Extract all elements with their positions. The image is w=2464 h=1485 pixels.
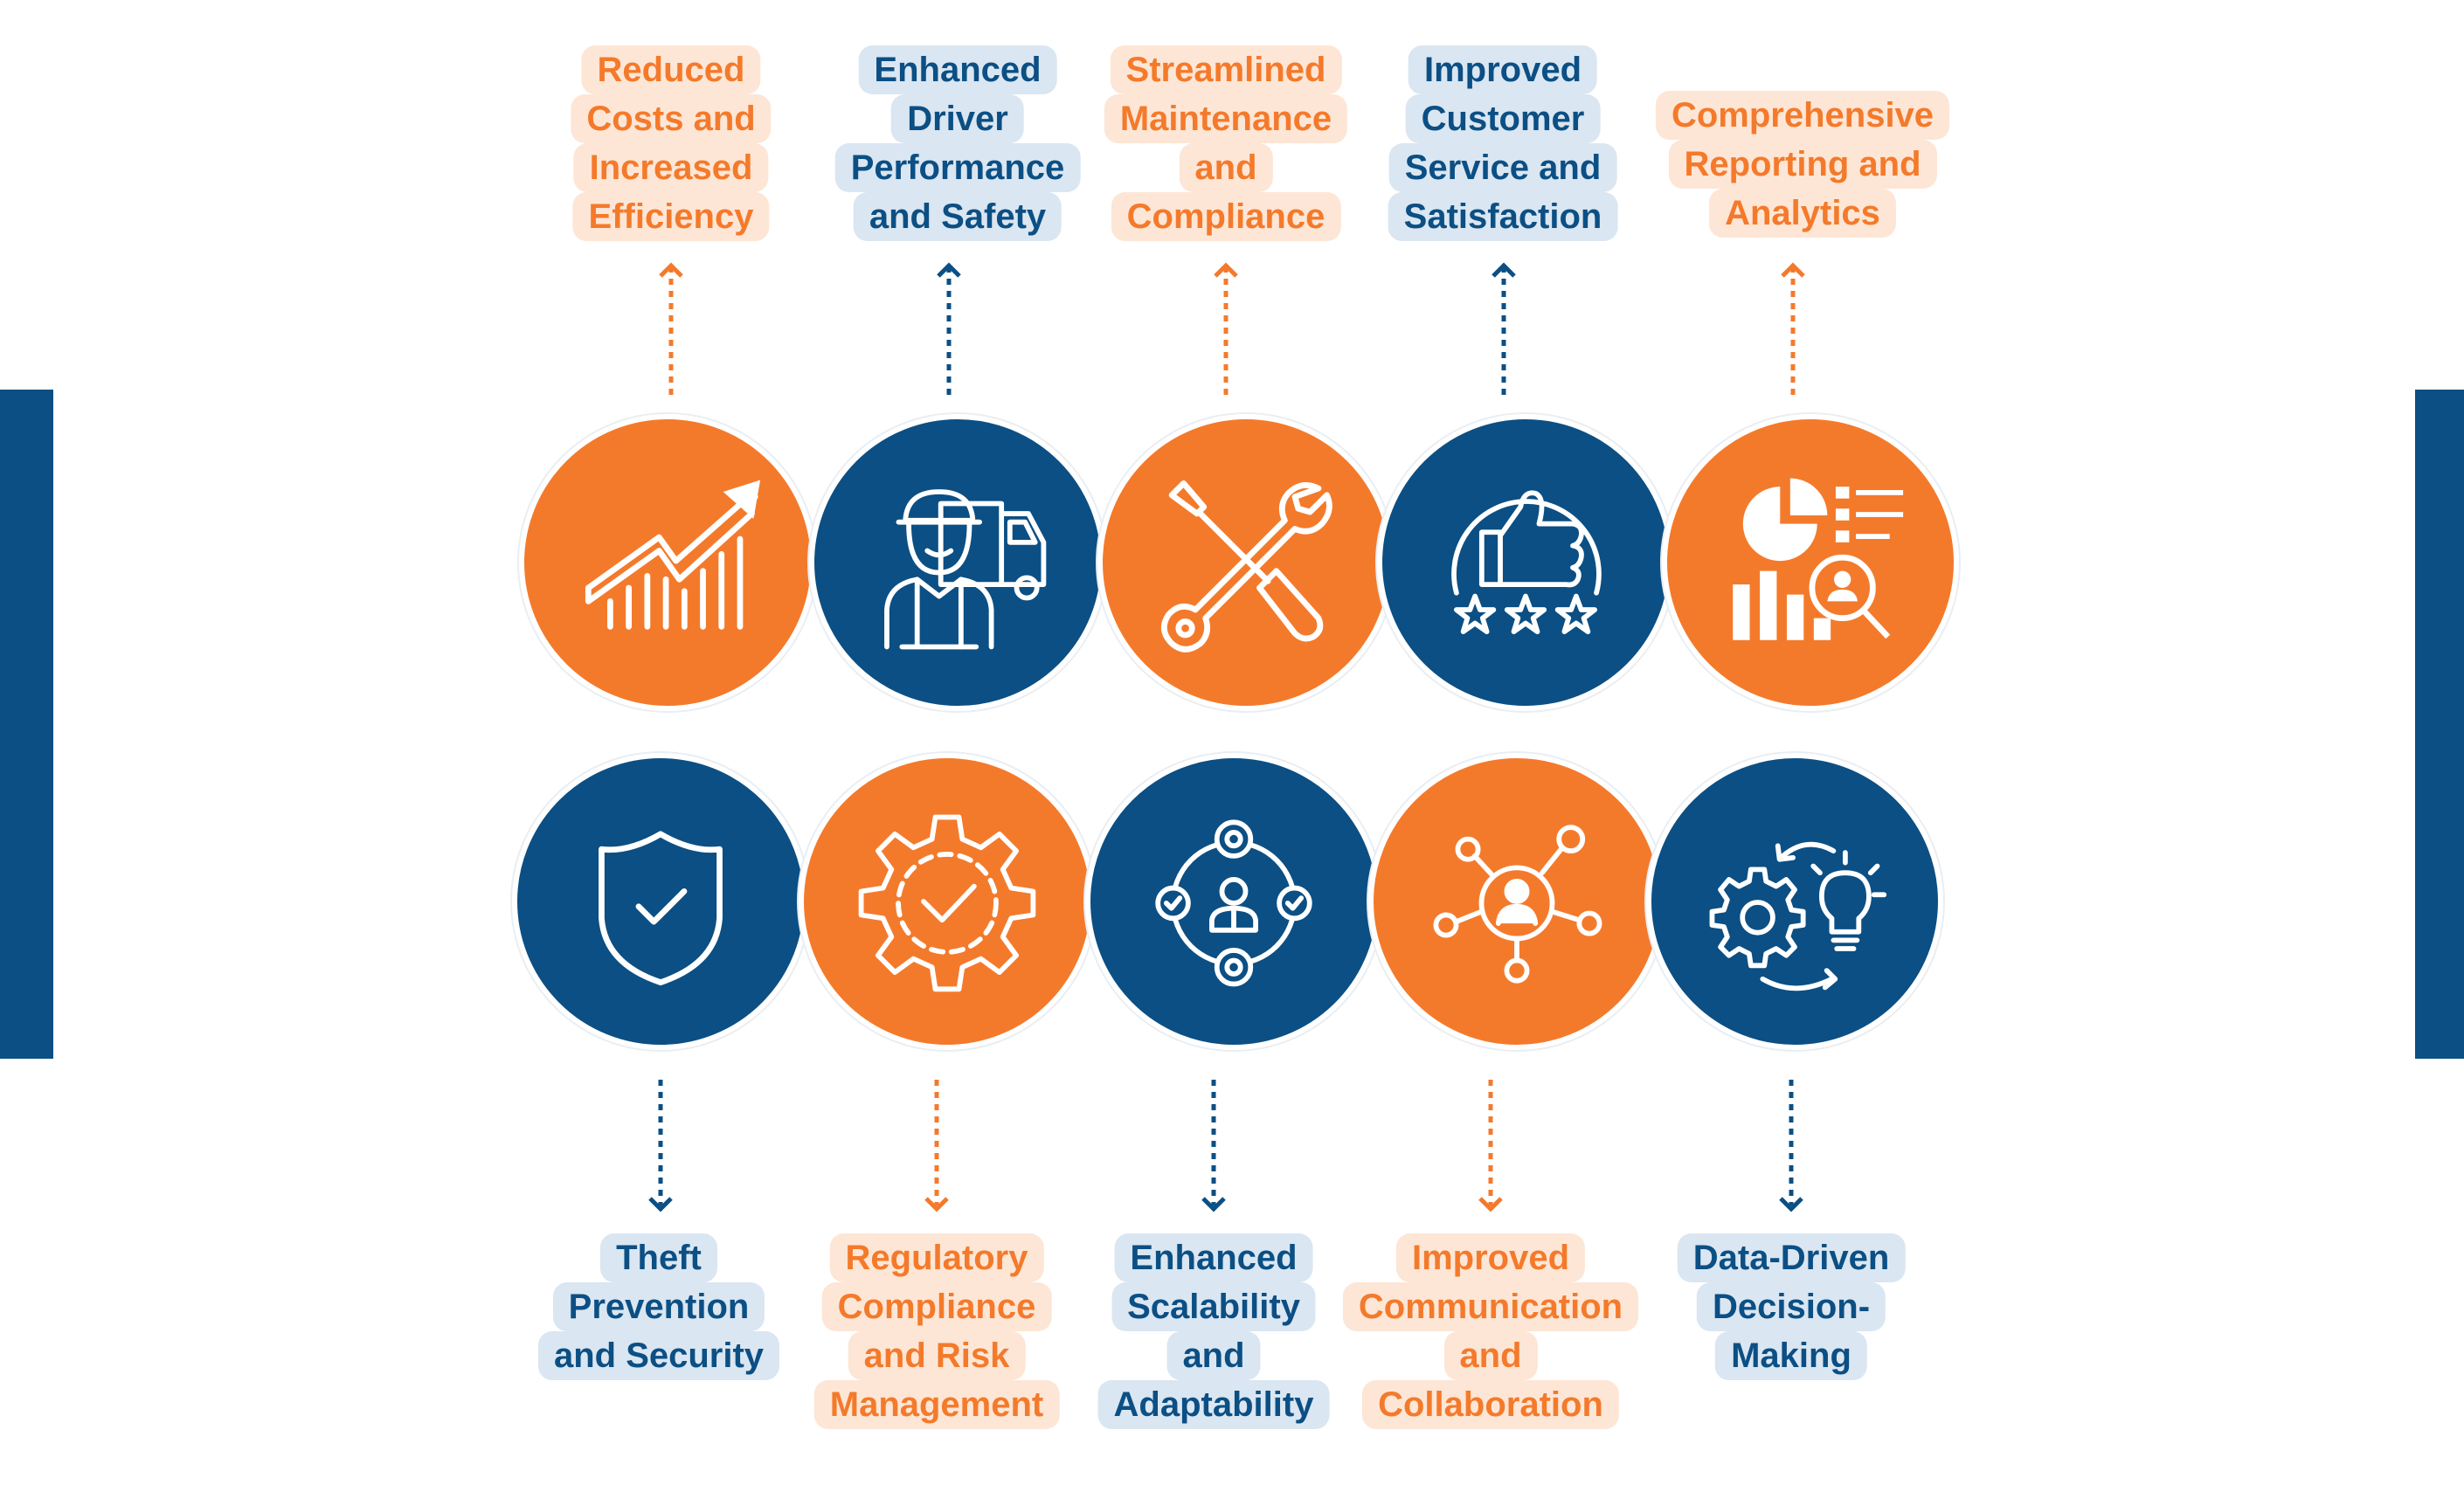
circle-data-driven xyxy=(1646,753,1943,1050)
connector-arrow-up xyxy=(1492,262,1516,395)
driver-truck-icon xyxy=(884,489,1047,650)
circle-streamlined-maintenance xyxy=(1097,414,1395,711)
trend-up-icon xyxy=(585,480,761,630)
circle-reduced-costs xyxy=(519,414,816,711)
shield-check-icon xyxy=(599,831,723,985)
connector-arrow-up xyxy=(1214,262,1238,395)
circle-driver-performance xyxy=(809,414,1106,711)
connector-arrow-up xyxy=(659,262,683,395)
connector-arrow-up xyxy=(937,262,961,395)
connector-arrow-down xyxy=(1779,1080,1803,1212)
gear-check-icon xyxy=(858,814,1036,992)
thumbs-up-stars-icon xyxy=(1451,490,1602,634)
connector-arrow-up xyxy=(1781,262,1805,395)
connector-arrow-down xyxy=(924,1080,949,1212)
circle-communication xyxy=(1368,753,1665,1050)
connector-arrow-down xyxy=(1478,1080,1503,1212)
circle-regulatory-compliance xyxy=(799,753,1096,1050)
circle-reporting-analytics xyxy=(1662,414,1959,711)
person-gears-cycle-icon xyxy=(1155,819,1312,987)
network-person-icon xyxy=(1433,825,1602,984)
gears-lightbulb-icon xyxy=(1709,841,1887,991)
analytics-report-icon xyxy=(1733,478,1904,640)
connector-arrow-down xyxy=(1201,1080,1226,1212)
right-accent-bar xyxy=(2415,390,2464,1059)
connector-arrow-down xyxy=(648,1080,673,1212)
left-accent-bar xyxy=(0,390,53,1059)
circle-scalability xyxy=(1085,753,1382,1050)
circle-customer-service xyxy=(1377,414,1674,711)
wrench-screwdriver-icon xyxy=(1160,480,1332,653)
circle-theft-prevention xyxy=(512,753,809,1050)
